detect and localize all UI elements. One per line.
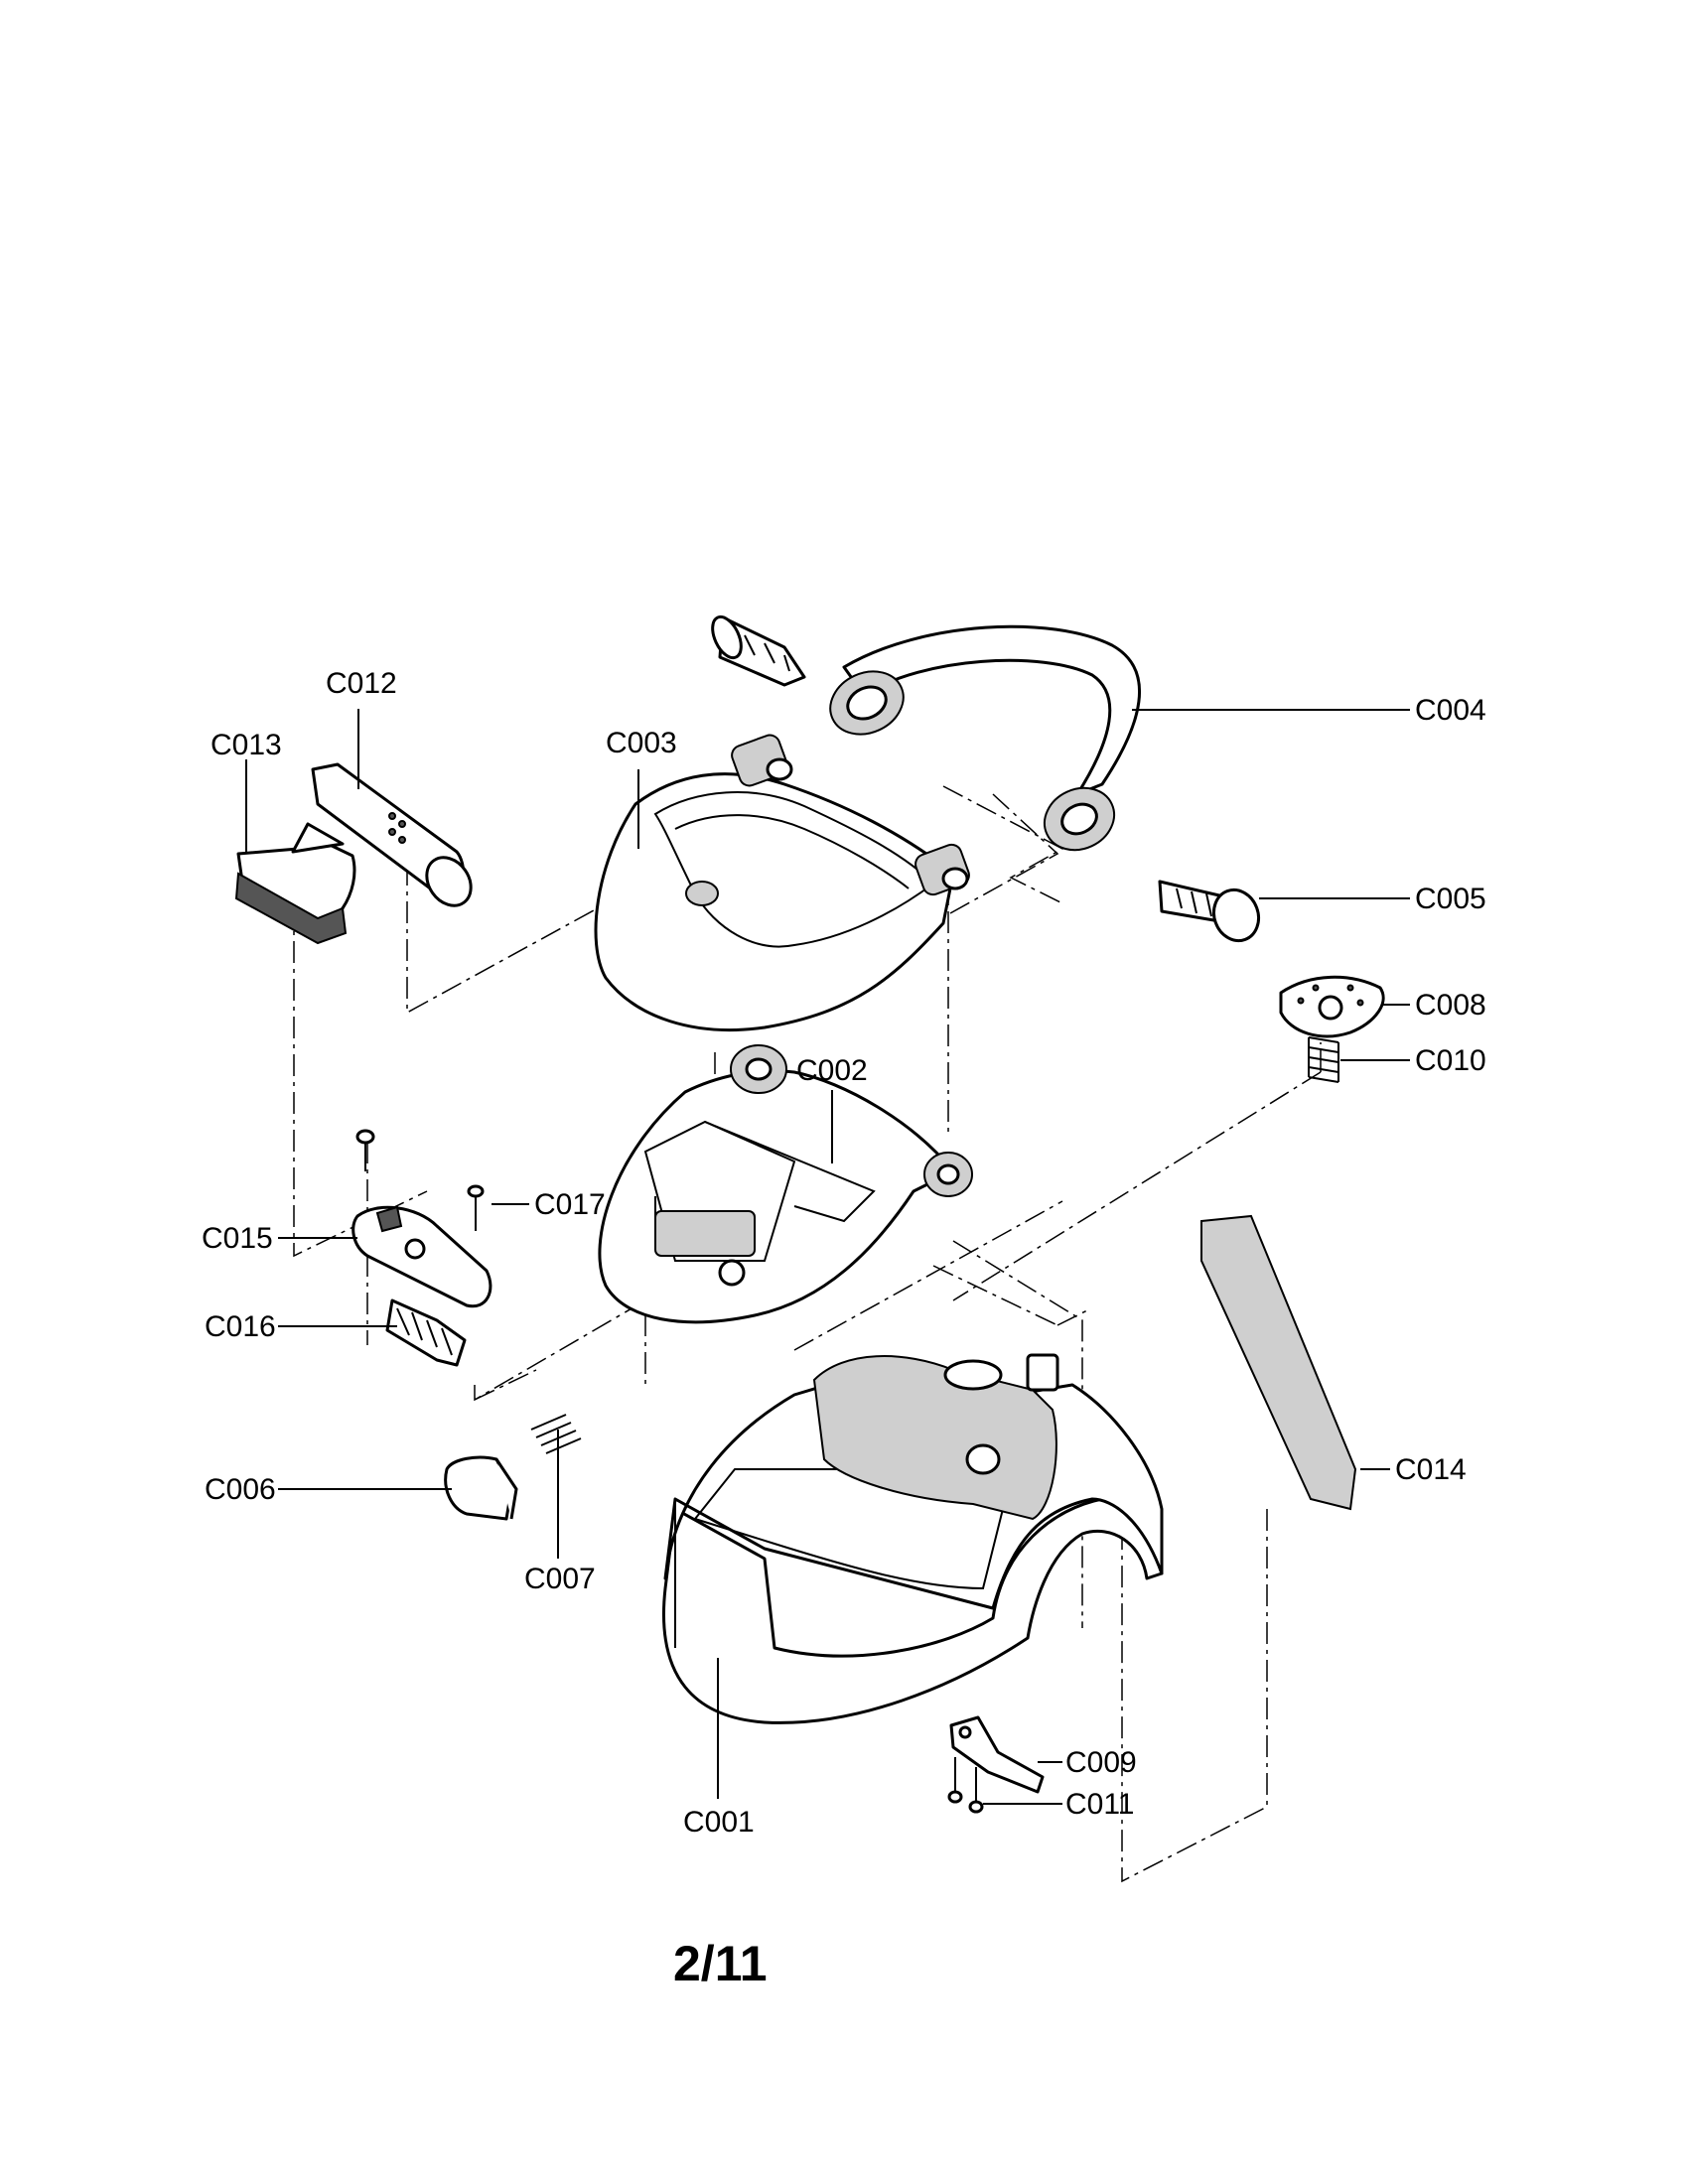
label-c013: C013 bbox=[211, 729, 282, 761]
label-c009: C009 bbox=[1065, 1746, 1137, 1779]
label-c005: C005 bbox=[1415, 883, 1486, 915]
label-c008: C008 bbox=[1415, 989, 1486, 1022]
label-c001: C001 bbox=[683, 1806, 755, 1839]
part-c003-lid bbox=[594, 734, 970, 1031]
part-c006-clip bbox=[444, 1455, 518, 1521]
page-number: 2/11 bbox=[673, 1936, 768, 1991]
part-c005-pin bbox=[1158, 880, 1261, 943]
part-c017-screw bbox=[467, 1184, 485, 1231]
label-c010: C010 bbox=[1415, 1044, 1486, 1077]
part-c010-spring bbox=[1308, 1036, 1339, 1083]
leader-lines bbox=[245, 709, 1410, 1805]
label-c011: C011 bbox=[1065, 1788, 1135, 1821]
part-c002-plate bbox=[598, 1044, 973, 1324]
part-c016-spring-latch bbox=[385, 1298, 467, 1367]
label-c017: C017 bbox=[534, 1188, 606, 1221]
label-c015: C015 bbox=[202, 1222, 273, 1255]
part-labels: C012 C013 C003 C004 C005 C008 C010 C002 … bbox=[202, 667, 1486, 1839]
part-c001-body bbox=[662, 1353, 1164, 1724]
part-c008-button bbox=[1279, 975, 1385, 1038]
part-c013-brush bbox=[234, 822, 356, 945]
part-c014-filter bbox=[1200, 1214, 1357, 1511]
label-c003: C003 bbox=[606, 727, 677, 759]
label-c006: C006 bbox=[205, 1473, 276, 1506]
label-c004: C004 bbox=[1415, 694, 1486, 727]
label-c016: C016 bbox=[205, 1310, 276, 1343]
part-c009-bracket bbox=[949, 1715, 1045, 1794]
part-c004-handle bbox=[829, 624, 1142, 852]
label-c007: C007 bbox=[524, 1563, 596, 1595]
part-c012-crevice-tool bbox=[311, 762, 473, 907]
part-c011-screws bbox=[947, 1757, 984, 1814]
label-c014: C014 bbox=[1395, 1453, 1467, 1486]
part-c015-latch bbox=[352, 1205, 492, 1308]
label-c002: C002 bbox=[796, 1054, 868, 1087]
part-screw-top bbox=[355, 1129, 375, 1171]
part-c007-spring bbox=[530, 1414, 582, 1454]
label-c012: C012 bbox=[326, 667, 397, 700]
handle-pin-upper bbox=[711, 614, 806, 687]
